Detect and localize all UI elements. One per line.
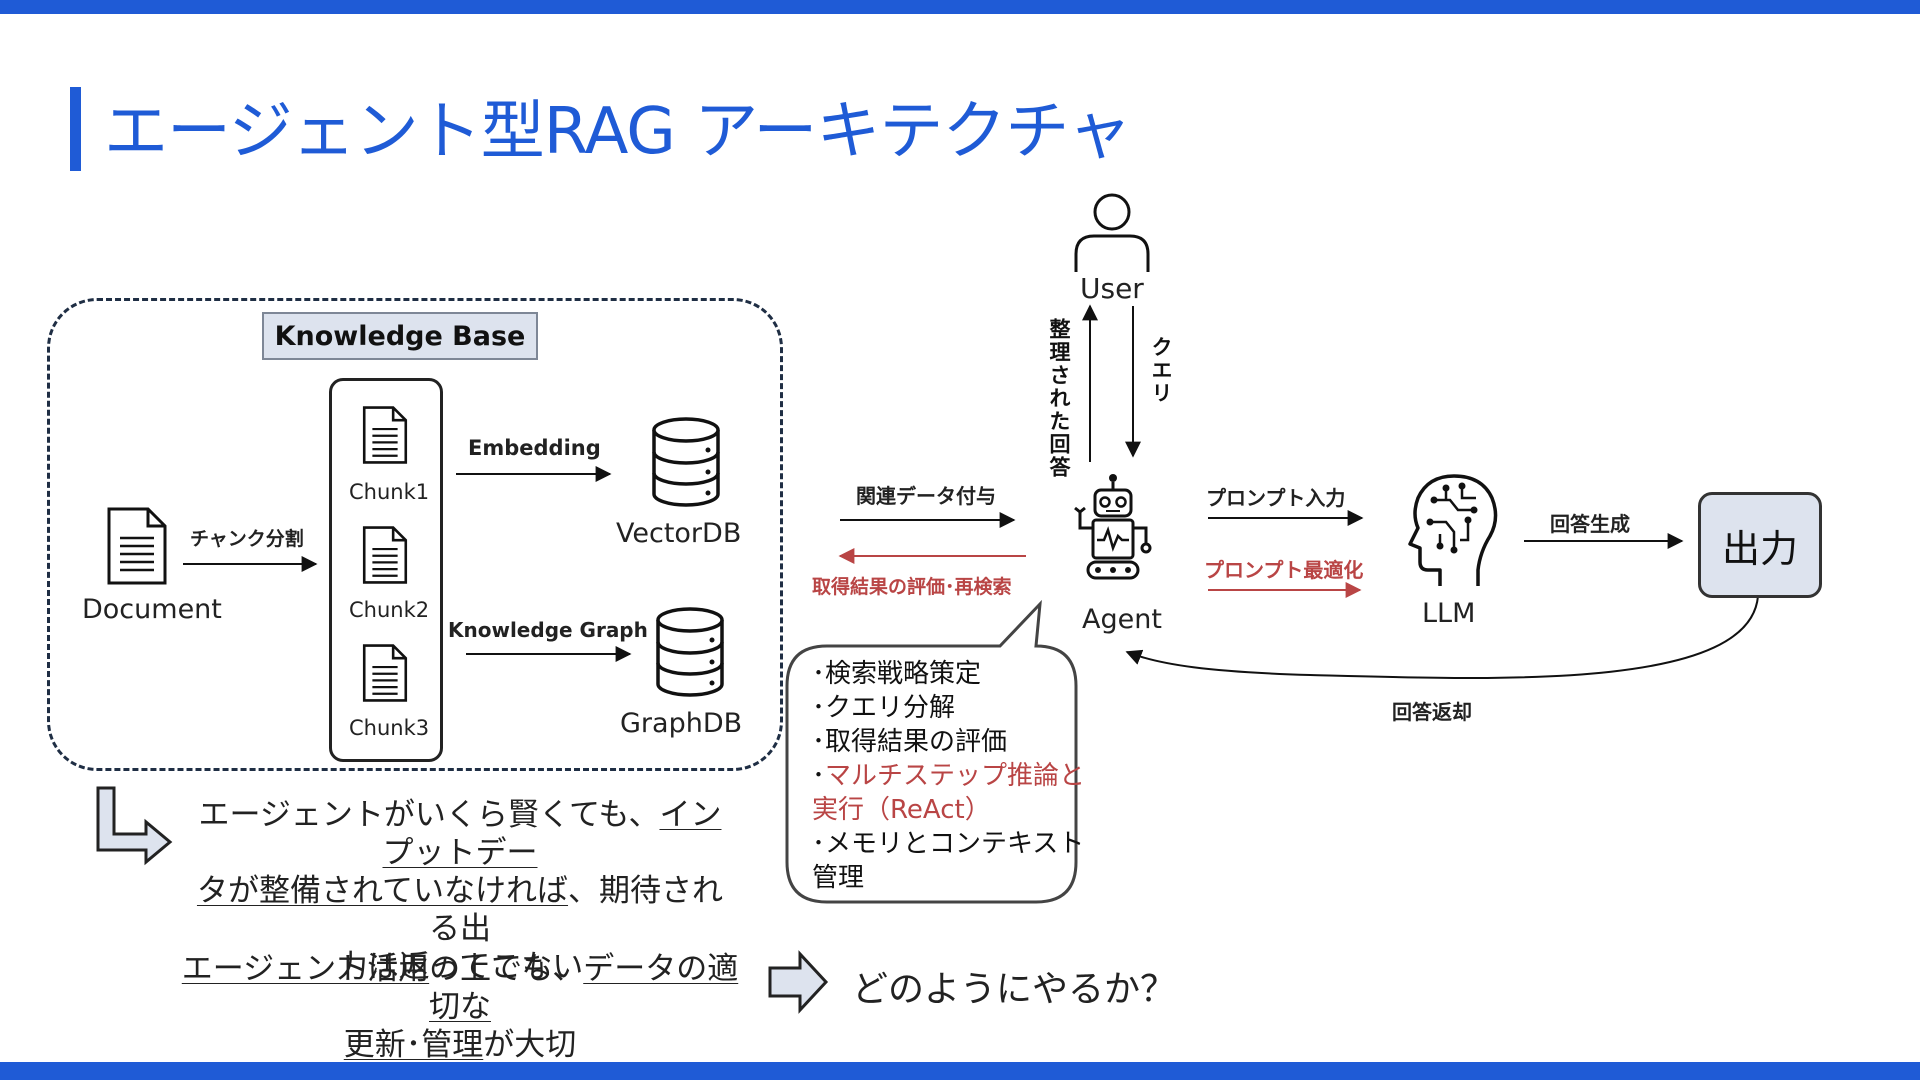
query-label: クエリ: [1149, 336, 1173, 405]
title-accent-bar: [70, 87, 81, 171]
bubble-line: ･メモリとコンテキスト: [812, 829, 1085, 859]
brain-circuit-icon: [1408, 474, 1498, 586]
document-icon: [107, 507, 167, 585]
agent-capabilities-list: ･検索戦略策定 ･クエリ分解 ･取得結果の評価 ･マルチステップ推論と 実行（R…: [812, 657, 1085, 895]
prompt-optimization-label: プロンプト最適化: [1204, 558, 1364, 582]
knowledge-graph-label: Knowledge Graph: [448, 618, 648, 642]
document-icon: [362, 644, 408, 702]
related-data-label: 関連データ付与: [856, 484, 996, 508]
robot-icon: [1074, 474, 1152, 580]
bubble-line: 実行（ReAct）: [812, 795, 991, 825]
llm-label: LLM: [1422, 598, 1476, 629]
bottom-accent-bar: [0, 1062, 1920, 1080]
question-text: どのようにやるか？: [852, 969, 1177, 1010]
output-box: 出力: [1698, 492, 1822, 598]
answer-return-label: 回答返却: [1392, 700, 1472, 724]
user-icon: [1074, 193, 1150, 272]
arrow-right-icon: [768, 950, 829, 1014]
prompt-input-label: プロンプト入力: [1206, 486, 1346, 510]
bubble-line: ･検索戦略策定: [812, 659, 982, 689]
warning-note: エージェントがいくら賢くても、インプットデー タが整備されていなければ、期待され…: [196, 797, 724, 985]
agent-label: Agent: [1082, 604, 1162, 635]
chunk-label: Chunk1: [349, 480, 430, 504]
database-icon: [656, 607, 724, 697]
knowledge-base-container: [47, 298, 783, 771]
graphdb-label: GraphDB: [620, 708, 743, 739]
bubble-line: ･マルチステップ推論と: [812, 761, 1086, 791]
top-accent-bar: [0, 0, 1920, 14]
answer-generation-label: 回答生成: [1550, 512, 1630, 536]
bubble-line: 管理: [812, 863, 865, 893]
importance-note: エージェント活用の上でも、データの適切な 更新･管理が大切: [181, 951, 739, 1063]
embedding-label: Embedding: [468, 436, 601, 460]
elbow-arrow-icon: [96, 786, 173, 866]
chunk-split-label: チャンク分割: [190, 528, 304, 550]
page-title: エージェント型RAG アーキテクチャ: [104, 95, 1132, 169]
chunk-label: Chunk2: [349, 598, 430, 622]
document-icon: [362, 406, 408, 464]
evaluate-research-label: 取得結果の評価･再検索: [812, 576, 1012, 598]
bubble-line: ･取得結果の評価: [812, 727, 1008, 757]
chunks-container: [329, 378, 443, 762]
vectordb-label: VectorDB: [616, 518, 742, 549]
user-label: User: [1080, 272, 1144, 305]
knowledge-base-title: Knowledge Base: [262, 312, 538, 360]
bubble-line: ･クエリ分解: [812, 693, 956, 723]
chunk-label: Chunk3: [349, 716, 430, 740]
database-icon: [652, 417, 720, 507]
document-icon: [362, 526, 408, 584]
speech-bubble: [785, 599, 1078, 904]
organized-answer-label: 整理された回答: [1047, 318, 1071, 479]
document-label: Document: [82, 594, 222, 625]
